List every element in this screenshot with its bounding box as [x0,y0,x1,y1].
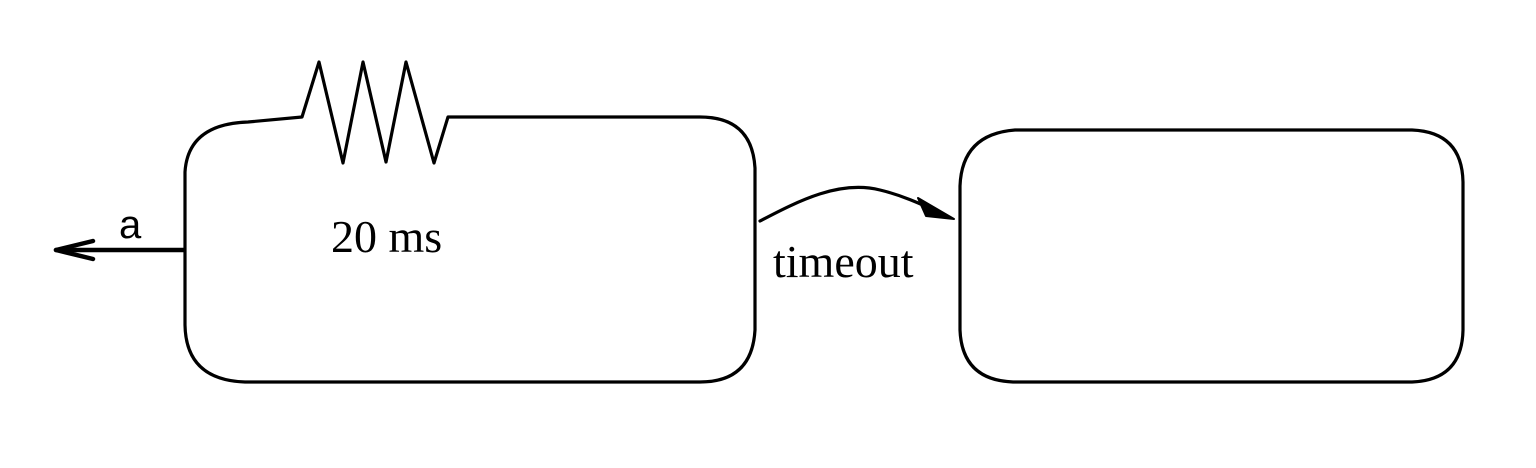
outgoing-event: a [53,203,187,262]
timed-state: 20 ms [183,60,757,384]
transition-label: timeout [773,236,914,287]
timed-state-box [183,60,757,384]
arrowhead-left-icon [53,238,96,262]
timeout-transition-curve [758,185,947,223]
arrowhead-right-icon [917,197,955,220]
timer-label: 20 ms [331,211,442,262]
timeout-transition: timeout [758,185,955,287]
target-state [958,128,1465,384]
outgoing-event-label: a [119,203,142,247]
target-state-box [958,128,1465,384]
